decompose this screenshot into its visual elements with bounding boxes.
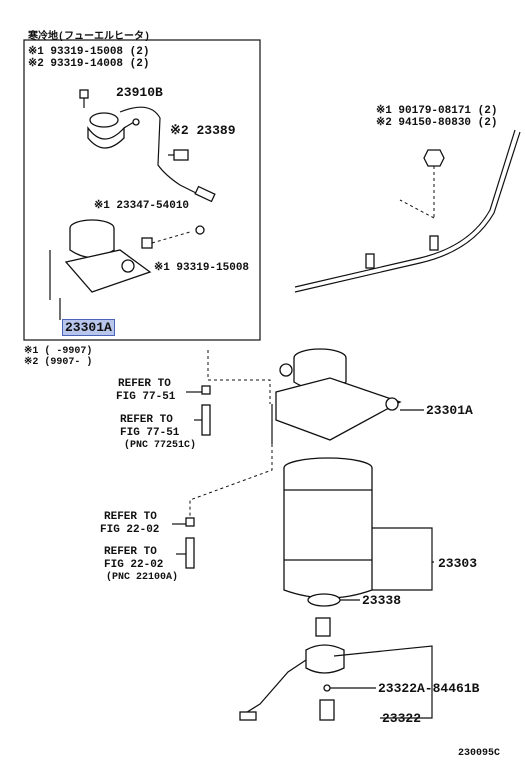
hose-a [201, 404, 211, 436]
part-23338[interactable]: 23338 [362, 593, 402, 608]
hose-end-a [201, 385, 211, 395]
fuel-heater-icon [87, 106, 216, 203]
part-23322[interactable]: 23322 [382, 711, 422, 726]
bracket-icon [141, 225, 205, 249]
clamp-icon [168, 149, 189, 161]
hose-end-b [185, 517, 195, 527]
part-23303[interactable]: 23303 [438, 556, 478, 571]
part-23389[interactable]: ※2 23389 [170, 123, 236, 138]
water-sensor-icon [239, 617, 345, 721]
inset-ref-2: ※2 93319-14008 (2) [28, 58, 150, 70]
refer-b-line3: (PNC 77251C) [124, 440, 197, 451]
refer-c-line2[interactable]: FIG 22-02 [100, 524, 160, 536]
inset-filter-head-icon [49, 219, 152, 300]
right-ref-1[interactable]: ※1 90179-08171 (2) [376, 105, 498, 117]
part-23322a-84461b[interactable]: 23322A-84461B [378, 681, 480, 696]
refer-a-line1: REFER TO [118, 378, 171, 390]
inset-bolt-icon [79, 89, 89, 108]
note-1: ※1 ( -9907) [24, 346, 93, 357]
refer-d-line2[interactable]: FIG 22-02 [104, 559, 164, 571]
inset-frame [23, 39, 261, 341]
inset-title: 寒冷地(フューエルヒータ) [28, 32, 151, 43]
right-ref-2[interactable]: ※2 94150-80830 (2) [376, 117, 498, 129]
refer-b-line1: REFER TO [120, 414, 173, 426]
refer-d-line3: (PNC 22100A) [106, 572, 179, 583]
fuel-pipe-icon [294, 129, 521, 293]
fuel-filter-icon [283, 457, 373, 599]
part-23301a[interactable]: 23301A [426, 403, 473, 418]
diagram-code: 230095C [458, 748, 501, 759]
o-ring-icon [307, 593, 341, 607]
hose-b [185, 537, 195, 569]
part-23301a-inset[interactable]: 23301A [62, 319, 115, 336]
filter-head-icon [271, 348, 402, 444]
part-23347-54010[interactable]: ※1 23347-54010 [94, 200, 190, 212]
inset-ref-1: ※1 93319-15008 (2) [28, 46, 150, 58]
nut-icon [423, 149, 445, 167]
part-93319-15008[interactable]: ※1 93319-15008 [154, 262, 250, 274]
refer-d-line1: REFER TO [104, 546, 157, 558]
part-23910b[interactable]: 23910B [116, 85, 163, 100]
note-2: ※2 (9907- ) [24, 357, 93, 368]
refer-a-line2[interactable]: FIG 77-51 [116, 391, 176, 403]
refer-c-line1: REFER TO [104, 511, 157, 523]
refer-b-line2[interactable]: FIG 77-51 [120, 427, 180, 439]
